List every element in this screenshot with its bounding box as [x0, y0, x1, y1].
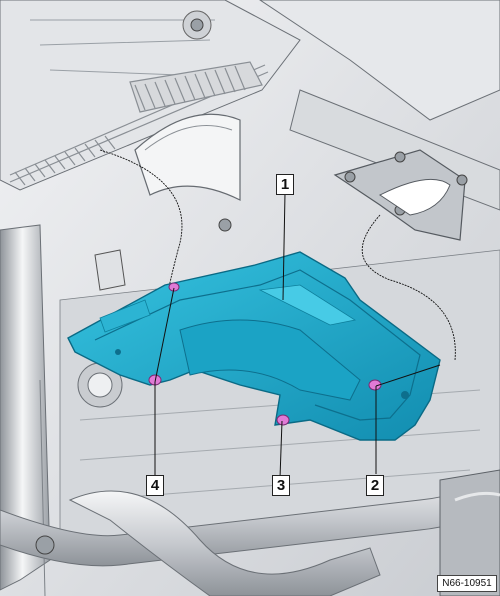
callout-4: 4 — [146, 475, 164, 496]
tunnel-opening — [134, 113, 241, 201]
stud-bolt-icon — [218, 218, 232, 232]
left-pipe — [0, 224, 51, 591]
cover-panel-icon — [67, 251, 441, 441]
leader-lines — [154, 192, 441, 479]
exhaust-pipe-icon — [0, 469, 500, 567]
right-structure — [259, 0, 500, 121]
figure-reference-label: N66-10951 — [437, 575, 497, 592]
muffler — [439, 469, 500, 596]
heat-shield-ribs — [9, 61, 269, 186]
callout-2: 2 — [366, 475, 384, 496]
expansion-rivet-icon — [148, 282, 382, 426]
bracket-bolt-icon — [344, 151, 468, 216]
mount-bolt-icon — [35, 535, 55, 555]
callout-1: 1 — [276, 174, 294, 195]
callout-3: 3 — [272, 475, 290, 496]
